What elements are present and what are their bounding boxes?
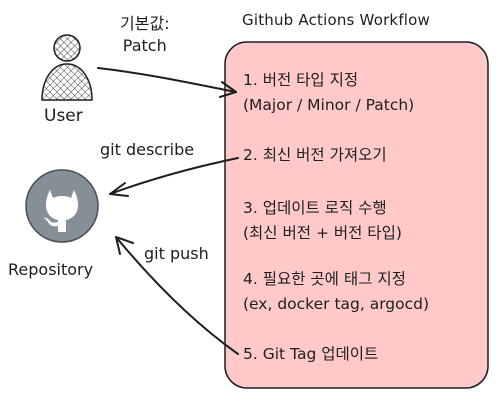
user-icon: [41, 34, 93, 101]
arrow-push-to-repo: [115, 236, 239, 355]
step-3-title: 3. 업데이트 로직 수행: [243, 199, 387, 217]
git-push-label: git push: [144, 244, 209, 263]
user-label: User: [44, 106, 83, 126]
workflow-title: Github Actions Workflow: [242, 11, 431, 29]
workflow-box: [224, 41, 489, 389]
step-4-title: 4. 필요한 곳에 태그 지정: [243, 270, 406, 288]
github-icon: [25, 169, 99, 243]
step-4-detail: (ex, docker tag, argocd): [243, 295, 430, 313]
default-value-label: 기본값: Patch: [120, 13, 170, 56]
arrow-workflow-to-repo: [109, 157, 239, 197]
git-describe-label: git describe: [100, 140, 195, 159]
step-5-title: 5. Git Tag 업데이트: [243, 345, 379, 363]
default-value-label-line2: Patch: [122, 35, 167, 55]
default-value-label-line1: 기본값:: [120, 14, 170, 33]
arrow-user-to-workflow: [97, 67, 237, 98]
step-1-title: 1. 버전 타입 지정: [243, 71, 359, 89]
step-1-detail: (Major / Minor / Patch): [243, 96, 415, 114]
repository-label: Repository: [8, 260, 94, 279]
step-2-title: 2. 최신 버전 가져오기: [243, 146, 387, 164]
step-3-detail: (최신 버전 + 버전 타입): [243, 224, 402, 242]
